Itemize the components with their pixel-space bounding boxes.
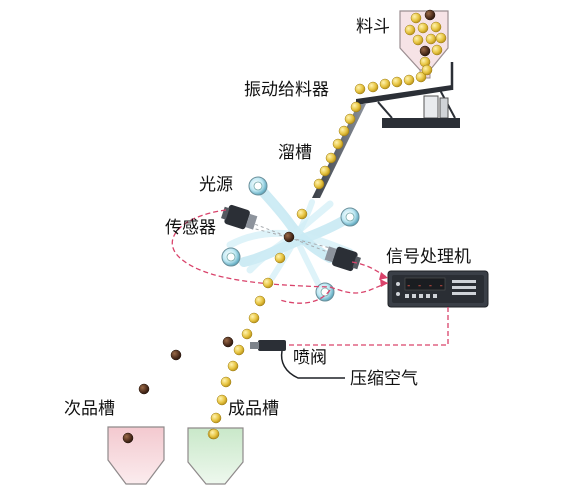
good-seed: [354, 83, 366, 95]
lamp-right-upper: [340, 207, 360, 227]
reject-bin: [107, 426, 165, 485]
good-seed: [233, 344, 245, 356]
accept-bin: [187, 427, 244, 485]
good-seed: [379, 78, 391, 90]
good-seed: [417, 22, 429, 34]
lamp-left-lower: [221, 247, 241, 267]
signal-processor-label: 信号处理机: [386, 247, 471, 267]
good-seed: [332, 138, 344, 150]
good-seed: [210, 412, 222, 424]
good-seed: [367, 81, 379, 93]
good-seed: [216, 394, 228, 406]
vibrating-feeder: [356, 62, 460, 128]
reject-bin-label: 次品槽: [64, 399, 115, 419]
good-seed: [274, 252, 286, 264]
good-seed: [241, 328, 253, 340]
defective-seed: [122, 432, 134, 444]
good-seed: [325, 152, 337, 164]
light-beams: [226, 181, 354, 295]
defective-seed: [138, 383, 150, 395]
processor-display: - - - -: [406, 281, 444, 291]
hopper-label: 料斗: [356, 17, 390, 37]
good-seed: [431, 44, 443, 56]
good-seed: [338, 125, 350, 137]
good-seed: [296, 208, 308, 220]
good-seed: [344, 113, 356, 125]
air-valve: [250, 340, 345, 379]
signal-arrows: [379, 272, 388, 287]
defective-seed: [170, 349, 182, 361]
good-seed: [248, 312, 260, 324]
good-seed: [421, 64, 433, 76]
good-seed: [220, 376, 232, 388]
good-seed: [350, 101, 362, 113]
feeder-label: 振动给料器: [244, 80, 329, 100]
signal-processor: - - - -: [387, 270, 489, 308]
good-seed: [391, 76, 403, 88]
accept-bin-label: 成品槽: [228, 399, 279, 419]
good-seed: [404, 24, 416, 36]
defective-seed: [424, 9, 436, 21]
good-seed: [412, 34, 424, 46]
sensor-right: [324, 246, 361, 272]
good-seed: [208, 428, 220, 440]
compressed-air-label: 压缩空气: [350, 369, 418, 389]
good-seed: [410, 12, 422, 24]
sensor-left: [221, 204, 258, 230]
good-seed: [319, 165, 331, 177]
good-seed: [430, 21, 442, 33]
good-seed: [403, 74, 415, 86]
good-seed: [435, 32, 447, 44]
lamp-top-left: [248, 176, 268, 196]
defective-seed: [283, 231, 295, 243]
lamp-bottom-right: [315, 282, 335, 302]
light-source-label: 光源: [199, 175, 233, 195]
valve-label: 喷阀: [293, 348, 327, 368]
good-seed: [313, 178, 325, 190]
good-seed: [415, 71, 427, 83]
good-seed: [227, 360, 239, 372]
good-seed: [254, 295, 266, 307]
good-seed: [425, 33, 437, 45]
defective-seed: [419, 45, 431, 57]
chute-label: 溜槽: [278, 143, 312, 163]
defective-seed: [222, 336, 234, 348]
sensor-label: 传感器: [165, 218, 216, 238]
good-seed: [262, 277, 274, 289]
seed-stream: [122, 9, 447, 444]
